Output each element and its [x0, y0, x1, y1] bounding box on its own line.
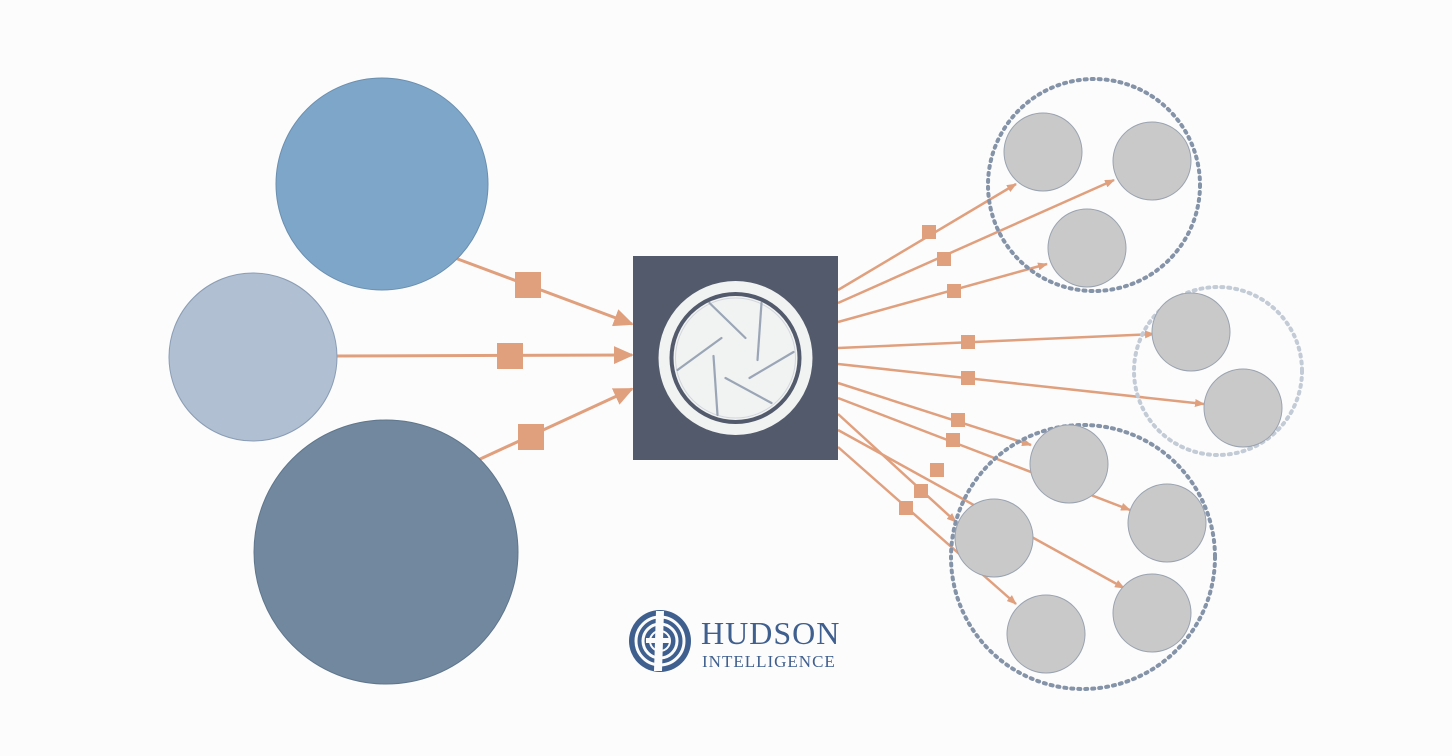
cluster-boundary: [949, 423, 1217, 691]
hudson-intelligence-emblem-icon: [629, 610, 691, 672]
output-packet: [914, 484, 928, 498]
input-packet-bottom: [518, 424, 544, 450]
input-arrow-bottom: [477, 387, 634, 462]
output-node: [1003, 112, 1083, 192]
input-sources: [168, 77, 519, 685]
input-arrow-middle: [334, 346, 634, 365]
output-node: [1029, 424, 1109, 504]
output-node: [1112, 121, 1192, 201]
output-node: [954, 498, 1034, 578]
output-cluster-top: [986, 77, 1202, 293]
output-arrow: [837, 362, 1205, 407]
cluster-boundary: [1132, 285, 1304, 457]
output-arrow: [837, 446, 1017, 605]
output-node: [1203, 368, 1283, 448]
output-arrow: [837, 262, 1048, 324]
source-circle-bottom: [253, 419, 519, 685]
output-packet: [961, 335, 975, 349]
output-packet: [930, 463, 944, 477]
output-arrow: [837, 330, 1155, 350]
logo-name: HUDSON: [701, 615, 840, 651]
camera-aperture-icon: [658, 281, 813, 435]
output-packet: [961, 371, 975, 385]
output-node: [1047, 208, 1127, 288]
output-node: [1006, 594, 1086, 674]
output-arrow: [837, 413, 957, 523]
output-packet: [951, 413, 965, 427]
output-node: [1112, 573, 1192, 653]
output-packet: [947, 284, 961, 298]
central-processor: [633, 256, 838, 460]
output-packet: [899, 501, 913, 515]
source-circle-middle: [168, 272, 338, 442]
output-arrow: [837, 178, 1115, 305]
cluster-boundary: [986, 77, 1202, 293]
output-packets: [899, 225, 975, 515]
output-cluster-bottom: [949, 423, 1217, 691]
output-packet: [922, 225, 936, 239]
source-circle-top: [275, 77, 489, 291]
output-node: [1151, 292, 1231, 372]
hudson-intelligence-logo: HUDSON INTELLIGENCE: [629, 610, 840, 672]
output-packet: [937, 252, 951, 266]
input-packet-middle: [497, 343, 523, 369]
output-packet: [946, 433, 960, 447]
output-arrow: [837, 381, 1032, 447]
input-packet-top: [515, 272, 541, 298]
input-arrow-top: [454, 256, 634, 327]
output-cluster-middle: [1132, 285, 1304, 457]
logo-tagline: INTELLIGENCE: [702, 652, 836, 671]
input-connectors: [334, 256, 634, 462]
output-node: [1127, 483, 1207, 563]
